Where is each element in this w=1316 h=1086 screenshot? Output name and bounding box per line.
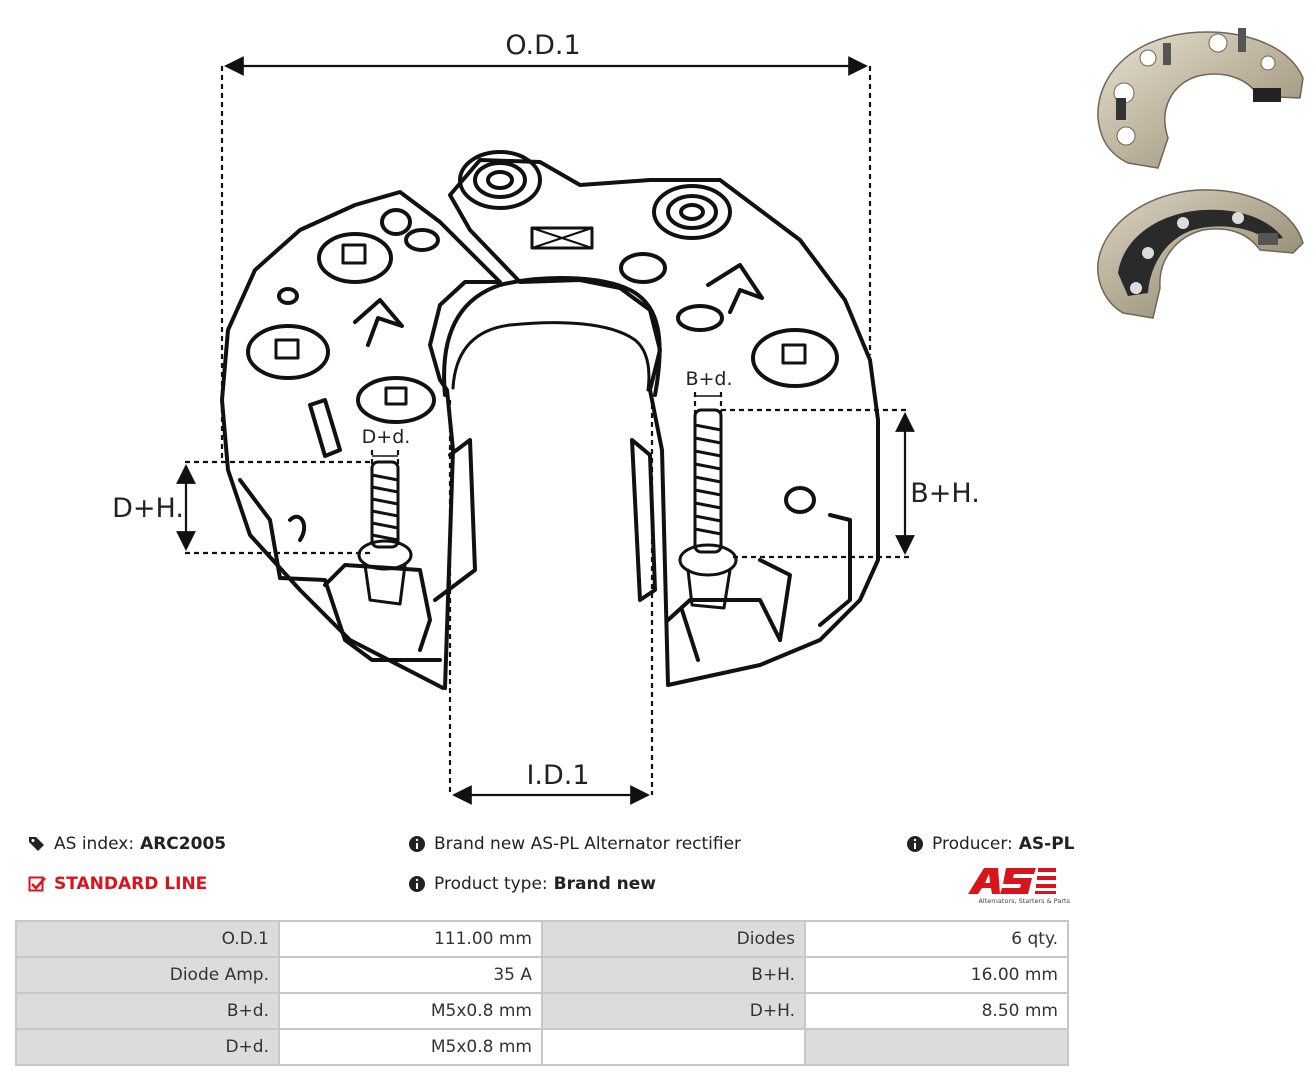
inner-arch — [442, 276, 662, 397]
info-circle-icon — [408, 875, 426, 893]
spec-label: B+d. — [15, 992, 280, 1030]
dh-label: D+H. — [112, 493, 184, 524]
spec-value: 6 qty. — [804, 920, 1069, 958]
as-logo-icon — [968, 868, 1056, 894]
spec-label: Diode Amp. — [15, 956, 280, 994]
id-label: I.D.1 — [526, 760, 589, 791]
spec-empty — [541, 1028, 806, 1066]
table-row: D+d. M5x0.8 mm — [15, 1028, 1069, 1066]
producer: Producer: AS-PL — [906, 834, 1075, 854]
spec-label: D+d. — [15, 1028, 280, 1066]
tags-icon — [28, 835, 46, 853]
producer-value: AS-PL — [1018, 834, 1075, 854]
right-bolt — [678, 408, 738, 610]
spec-empty — [804, 1028, 1069, 1066]
product-type-value: Brand new — [553, 874, 656, 894]
spec-label: O.D.1 — [15, 920, 280, 958]
spec-label: B+H. — [541, 956, 806, 994]
bd-label: B+d. — [685, 368, 732, 390]
spec-value: 111.00 mm — [278, 920, 543, 958]
checkbox-checked-icon — [28, 875, 46, 893]
as-index-label: AS index: — [54, 834, 135, 854]
spec-value: 8.50 mm — [804, 992, 1069, 1030]
spec-value: M5x0.8 mm — [278, 992, 543, 1030]
right-plate-outline — [448, 158, 880, 687]
product-photo-bottom — [1097, 189, 1304, 319]
spec-value: 35 A — [278, 956, 543, 994]
table-row: O.D.1 111.00 mm Diodes 6 qty. — [15, 920, 1069, 958]
dd-label: D+d. — [362, 426, 411, 448]
as-pl-logo: Alternators, Starters & Parts — [962, 864, 1070, 908]
left-plate-outline — [220, 190, 502, 690]
spec-label: Diodes — [541, 920, 806, 958]
info-circle-icon — [408, 835, 426, 853]
product-photo-top — [1097, 28, 1304, 169]
product-type: Product type: Brand new — [408, 874, 656, 894]
description-text: Brand new AS-PL Alternator rectifier — [434, 834, 742, 854]
producer-label: Producer: — [932, 834, 1013, 854]
standard-line-label: STANDARD LINE — [54, 874, 208, 894]
specifications-table: O.D.1 111.00 mm Diodes 6 qty. Diode Amp.… — [15, 920, 1069, 1066]
info-circle-icon — [906, 835, 924, 853]
description: Brand new AS-PL Alternator rectifier — [408, 834, 741, 854]
od-label: O.D.1 — [505, 30, 580, 61]
as-index: AS index: ARC2005 — [28, 834, 226, 854]
standard-line: STANDARD LINE — [28, 874, 207, 894]
rectifier-technical-drawing: O.D.1 I.D.1 D+H. B+H. B+d. D+d. — [112, 30, 980, 805]
table-row: B+d. M5x0.8 mm D+H. 8.50 mm — [15, 992, 1069, 1030]
as-index-value: ARC2005 — [140, 834, 227, 854]
spec-value: 16.00 mm — [804, 956, 1069, 994]
left-bolt — [357, 460, 413, 606]
spec-label: D+H. — [541, 992, 806, 1030]
product-type-label: Product type: — [434, 874, 548, 894]
logo-tagline: Alternators, Starters & Parts — [978, 897, 1070, 905]
table-row: Diode Amp. 35 A B+H. 16.00 mm — [15, 956, 1069, 994]
spec-value: M5x0.8 mm — [278, 1028, 543, 1066]
bh-label: B+H. — [910, 478, 980, 509]
